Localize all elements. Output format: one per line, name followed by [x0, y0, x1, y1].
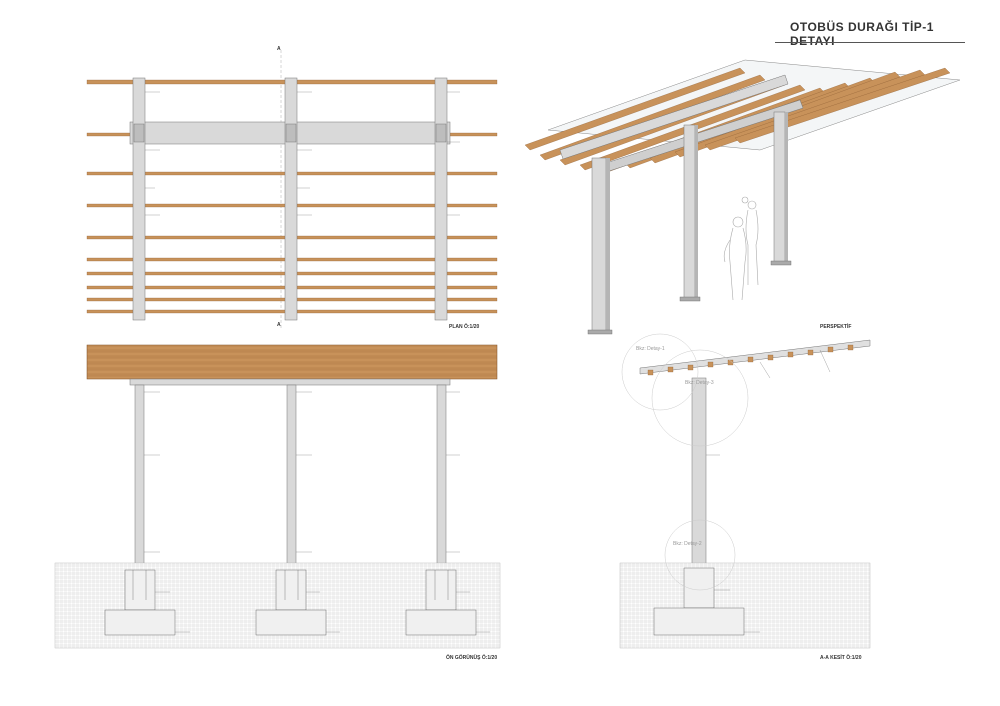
plan-view-label: PLAN Ö:1/20: [449, 324, 480, 330]
perspective-view-label: PERSPEKTİF: [820, 324, 852, 330]
plan-view: [86, 50, 498, 330]
detail-circle-label-2: Bkz: Detay-2: [673, 541, 702, 547]
front-elevation-view: [54, 344, 501, 649]
people-sketch: [723, 196, 759, 301]
detail-circle-label-3: Bkz: Detay-3: [685, 380, 714, 386]
plan-steel-members: [132, 77, 448, 321]
front-elevation-label: ÖN GÖRÜNÜŞ Ö:1/20: [446, 655, 498, 661]
detail-circle-label-1: Bkz: Detay-1: [636, 346, 665, 352]
section-view: [619, 333, 871, 649]
section-marker-bottom: A: [277, 322, 281, 328]
section-marker-top: A: [277, 46, 281, 52]
sheet-title: OTOBÜS DURAĞI TİP-1 DETAYI: [790, 20, 934, 48]
title-underline: [775, 42, 965, 43]
section-view-label: A-A KESİT Ö:1/20: [820, 655, 862, 661]
perspective-view: [524, 59, 961, 335]
